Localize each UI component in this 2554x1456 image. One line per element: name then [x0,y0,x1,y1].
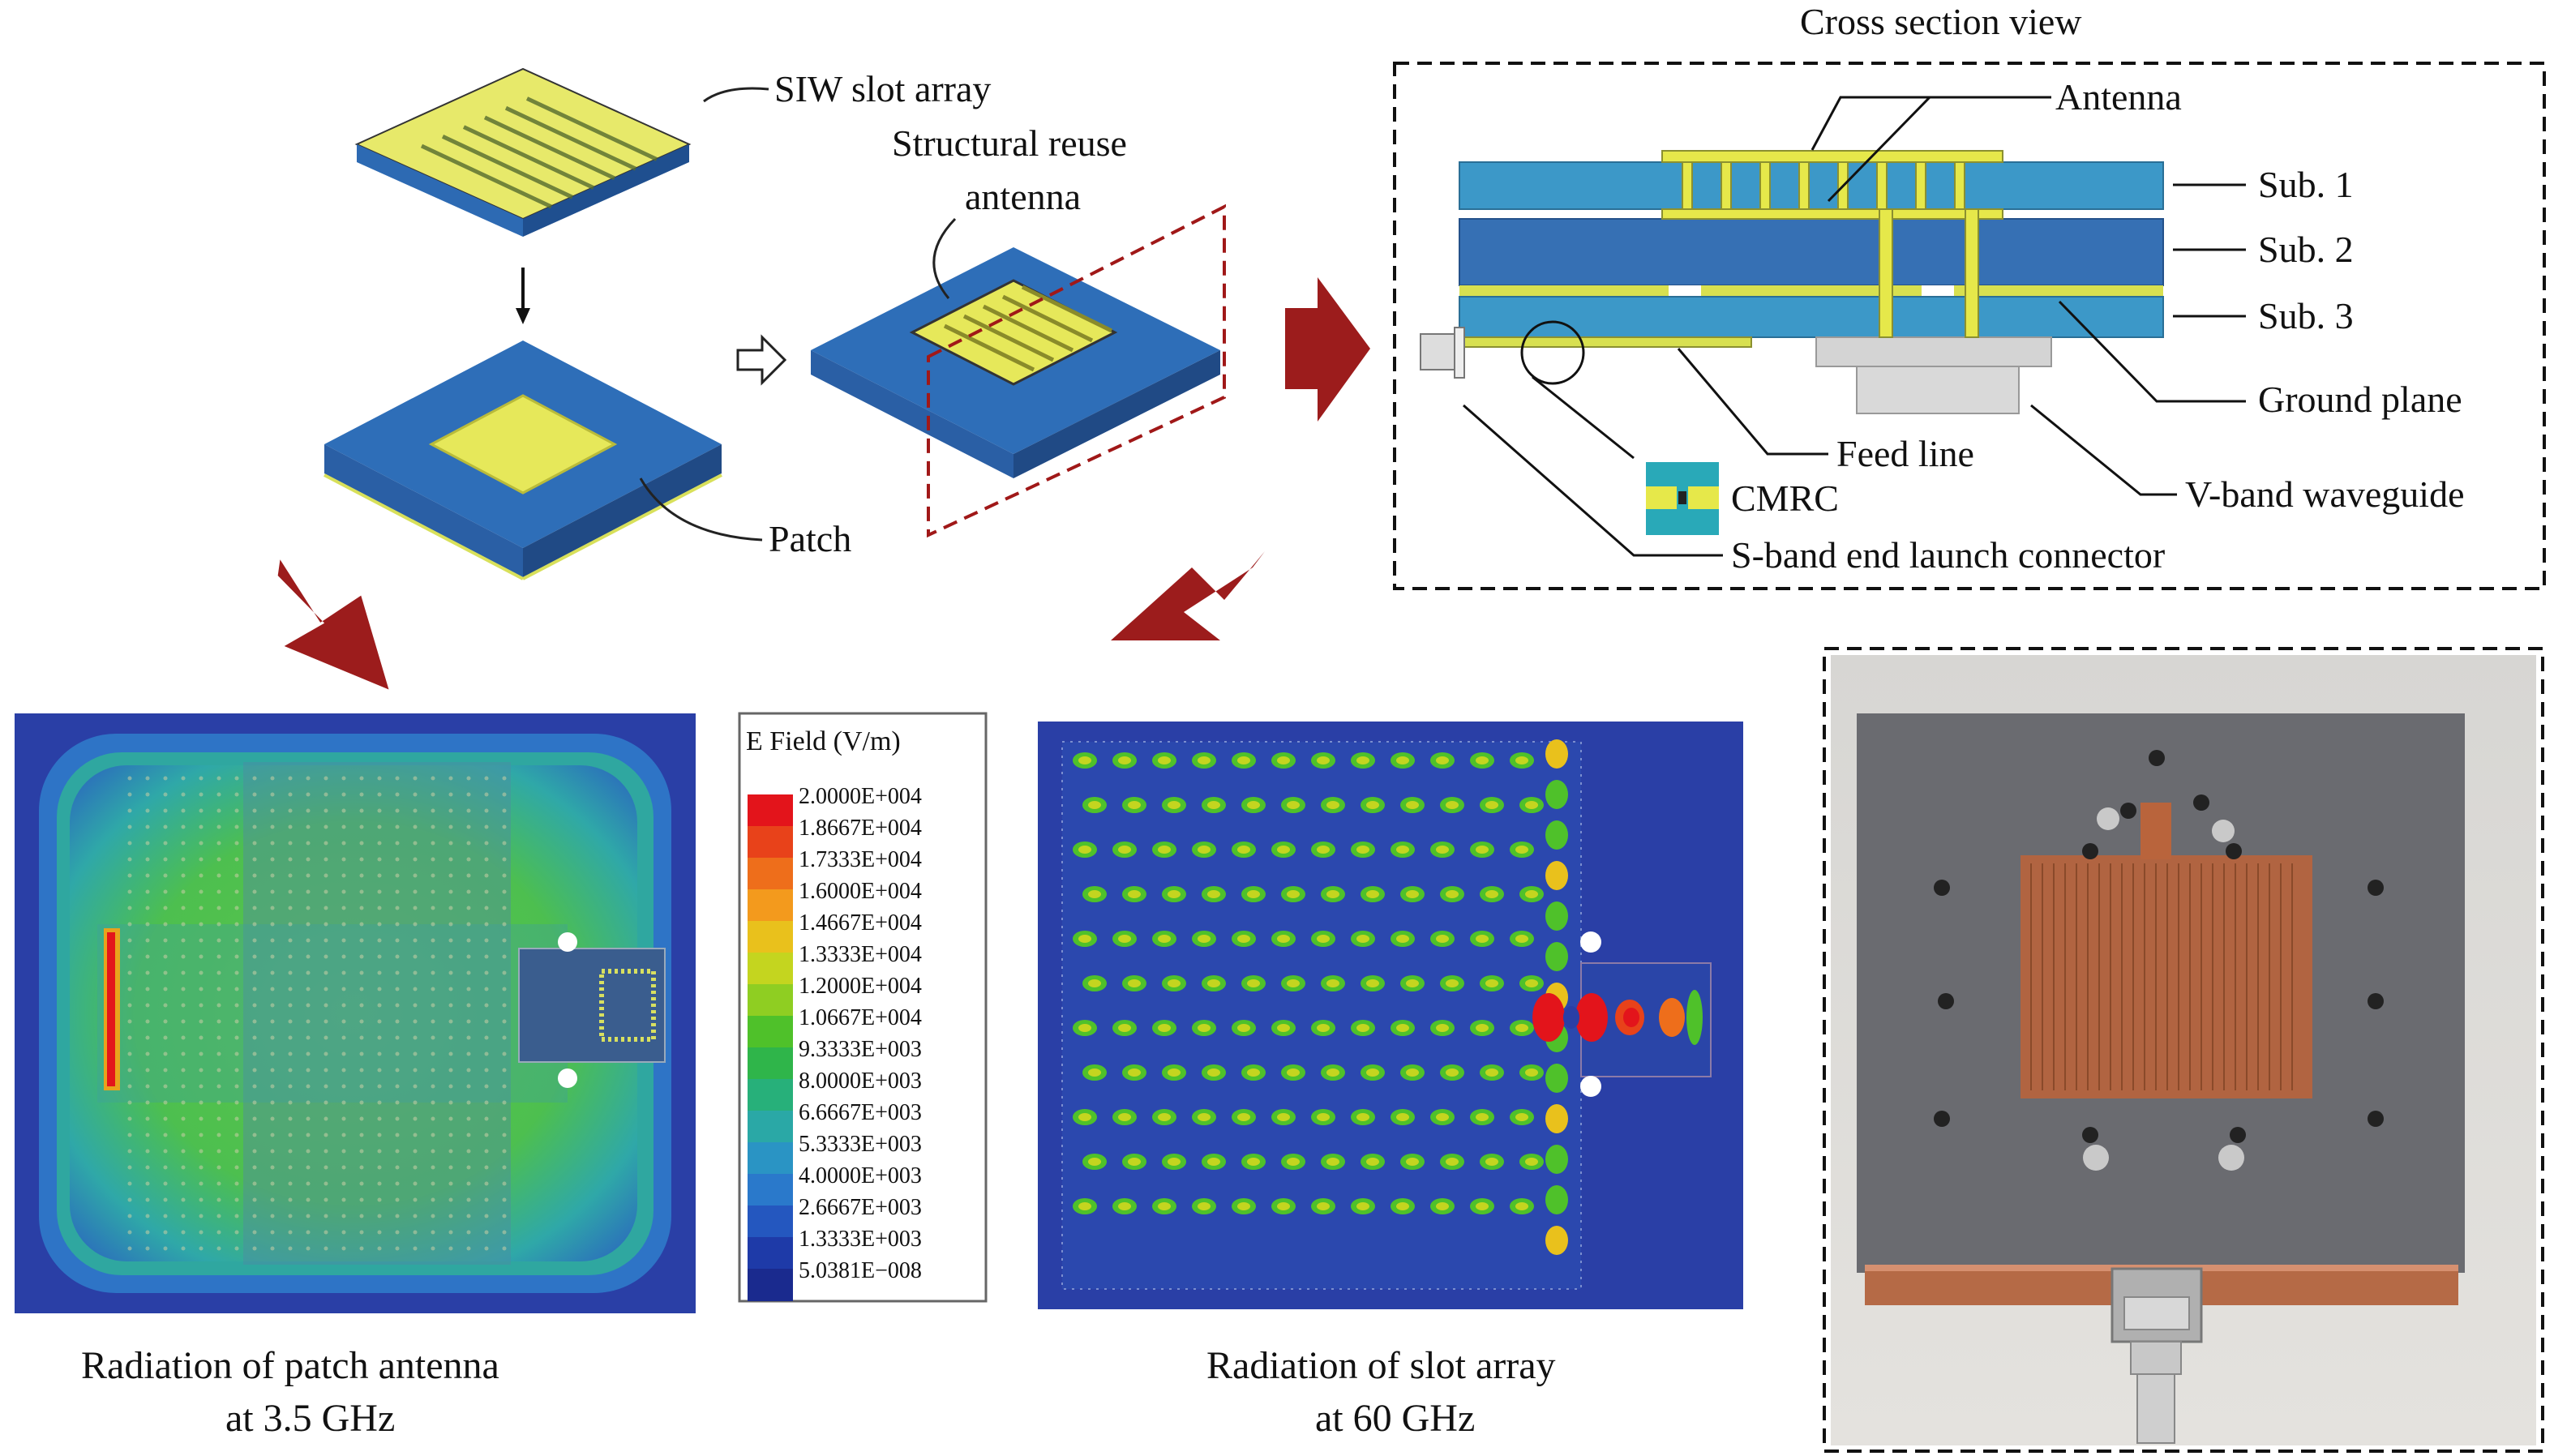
slot-caption-1: Radiation of slot array [1206,1344,1556,1387]
legend-value: 4.0000E+003 [799,1163,922,1188]
siw-leader [703,87,769,103]
photo-frame [1823,647,2544,1453]
cmrc-icon [1646,462,1719,535]
legend-value: 2.6667E+003 [799,1195,922,1220]
legend-value: 2.0000E+004 [799,784,922,809]
vband-leader [2030,404,2177,496]
feed-line-label: Feed line [1836,433,1974,474]
legend-swatch [748,1016,793,1048]
legend-swatch [748,1237,793,1270]
patch-field-plot [15,713,696,1313]
legend-value: 1.8667E+004 [799,816,922,841]
structural-reuse-label-1: Structural reuse [892,122,1127,164]
patch-caption-2: at 3.5 GHz [225,1397,395,1440]
legend-swatch [748,858,793,890]
feed-hotspot [1532,931,1703,1097]
red-arrow-right [1285,277,1370,422]
legend-swatch [748,921,793,953]
legend-value: 1.3333E+004 [799,942,922,967]
legend-swatch [748,984,793,1017]
hollow-arrow [736,334,787,386]
legend-value: 1.3333E+003 [799,1227,922,1252]
legend-value: 1.6000E+004 [799,879,922,904]
legend-swatch [748,794,793,827]
sub3-label: Sub. 3 [2258,295,2354,336]
prototype-photo [1831,655,2536,1445]
legend-value: 5.3333E+003 [799,1132,922,1157]
legend-swatch [748,889,793,922]
red-arrow-down-left [277,559,389,690]
structural-reuse-label-2: antenna [965,176,1081,217]
legend-swatch [748,1269,793,1301]
legend-value: 1.4667E+004 [799,910,922,936]
patch-leader [639,477,763,542]
siw-slot-array-label: SIW slot array [774,68,991,109]
patch-label: Patch [769,518,851,559]
legend-swatch [748,1142,793,1175]
legend-value: 9.3333E+003 [799,1037,922,1062]
legend-value: 1.2000E+004 [799,974,922,999]
legend-swatch [748,1174,793,1206]
legend-value: 6.6667E+003 [799,1100,922,1125]
structural-reuse-board [811,247,1220,478]
legend-swatch [748,1047,793,1080]
vband-label: V-band waveguide [2185,473,2464,515]
ground-leader [2058,300,2246,403]
antenna-label: Antenna [2055,76,2182,118]
stack-arrow-head [516,308,530,324]
sband-leader [1463,404,1723,557]
substrate-stack [1420,150,2164,414]
cmrc-label: CMRC [1731,477,1839,519]
cross-section-title: Cross section view [1800,1,2082,42]
sub2-label: Sub. 2 [2258,229,2354,270]
legend-swatch [748,1079,793,1111]
cut-plane [927,203,1226,538]
cmrc-leader [1532,375,1635,460]
antenna-leader [1811,96,2051,203]
legend-swatch [748,826,793,859]
legend-swatch [748,1111,793,1143]
legend-value: 5.0381E−008 [799,1258,922,1283]
legend-swatch [748,1205,793,1238]
legend-value: 1.0667E+004 [799,1005,922,1030]
red-arrow-down-right [1111,551,1265,640]
sub1-label: Sub. 1 [2258,164,2354,205]
legend-box: E Field (V/m) 2.0000E+004 1.8667E+004 1.73… [738,712,988,1303]
legend-value: 8.0000E+003 [799,1068,922,1094]
structural-leader [932,217,957,299]
feed-leader [1677,348,1828,456]
legend-value: 1.7333E+004 [799,847,922,872]
cross-section-frame [1393,62,2546,590]
slot-caption-2: at 60 GHz [1315,1397,1475,1440]
ground-plane-label: Ground plane [2258,379,2462,420]
patch-board [324,340,722,580]
slot-field-plot [1038,722,1743,1309]
siw-slot-array-board [354,67,692,237]
legend-title: E Field (V/m) [746,726,901,756]
patch-caption-1: Radiation of patch antenna [81,1344,499,1387]
legend-swatch [748,953,793,985]
sband-label: S-band end launch connector [1731,534,2165,576]
